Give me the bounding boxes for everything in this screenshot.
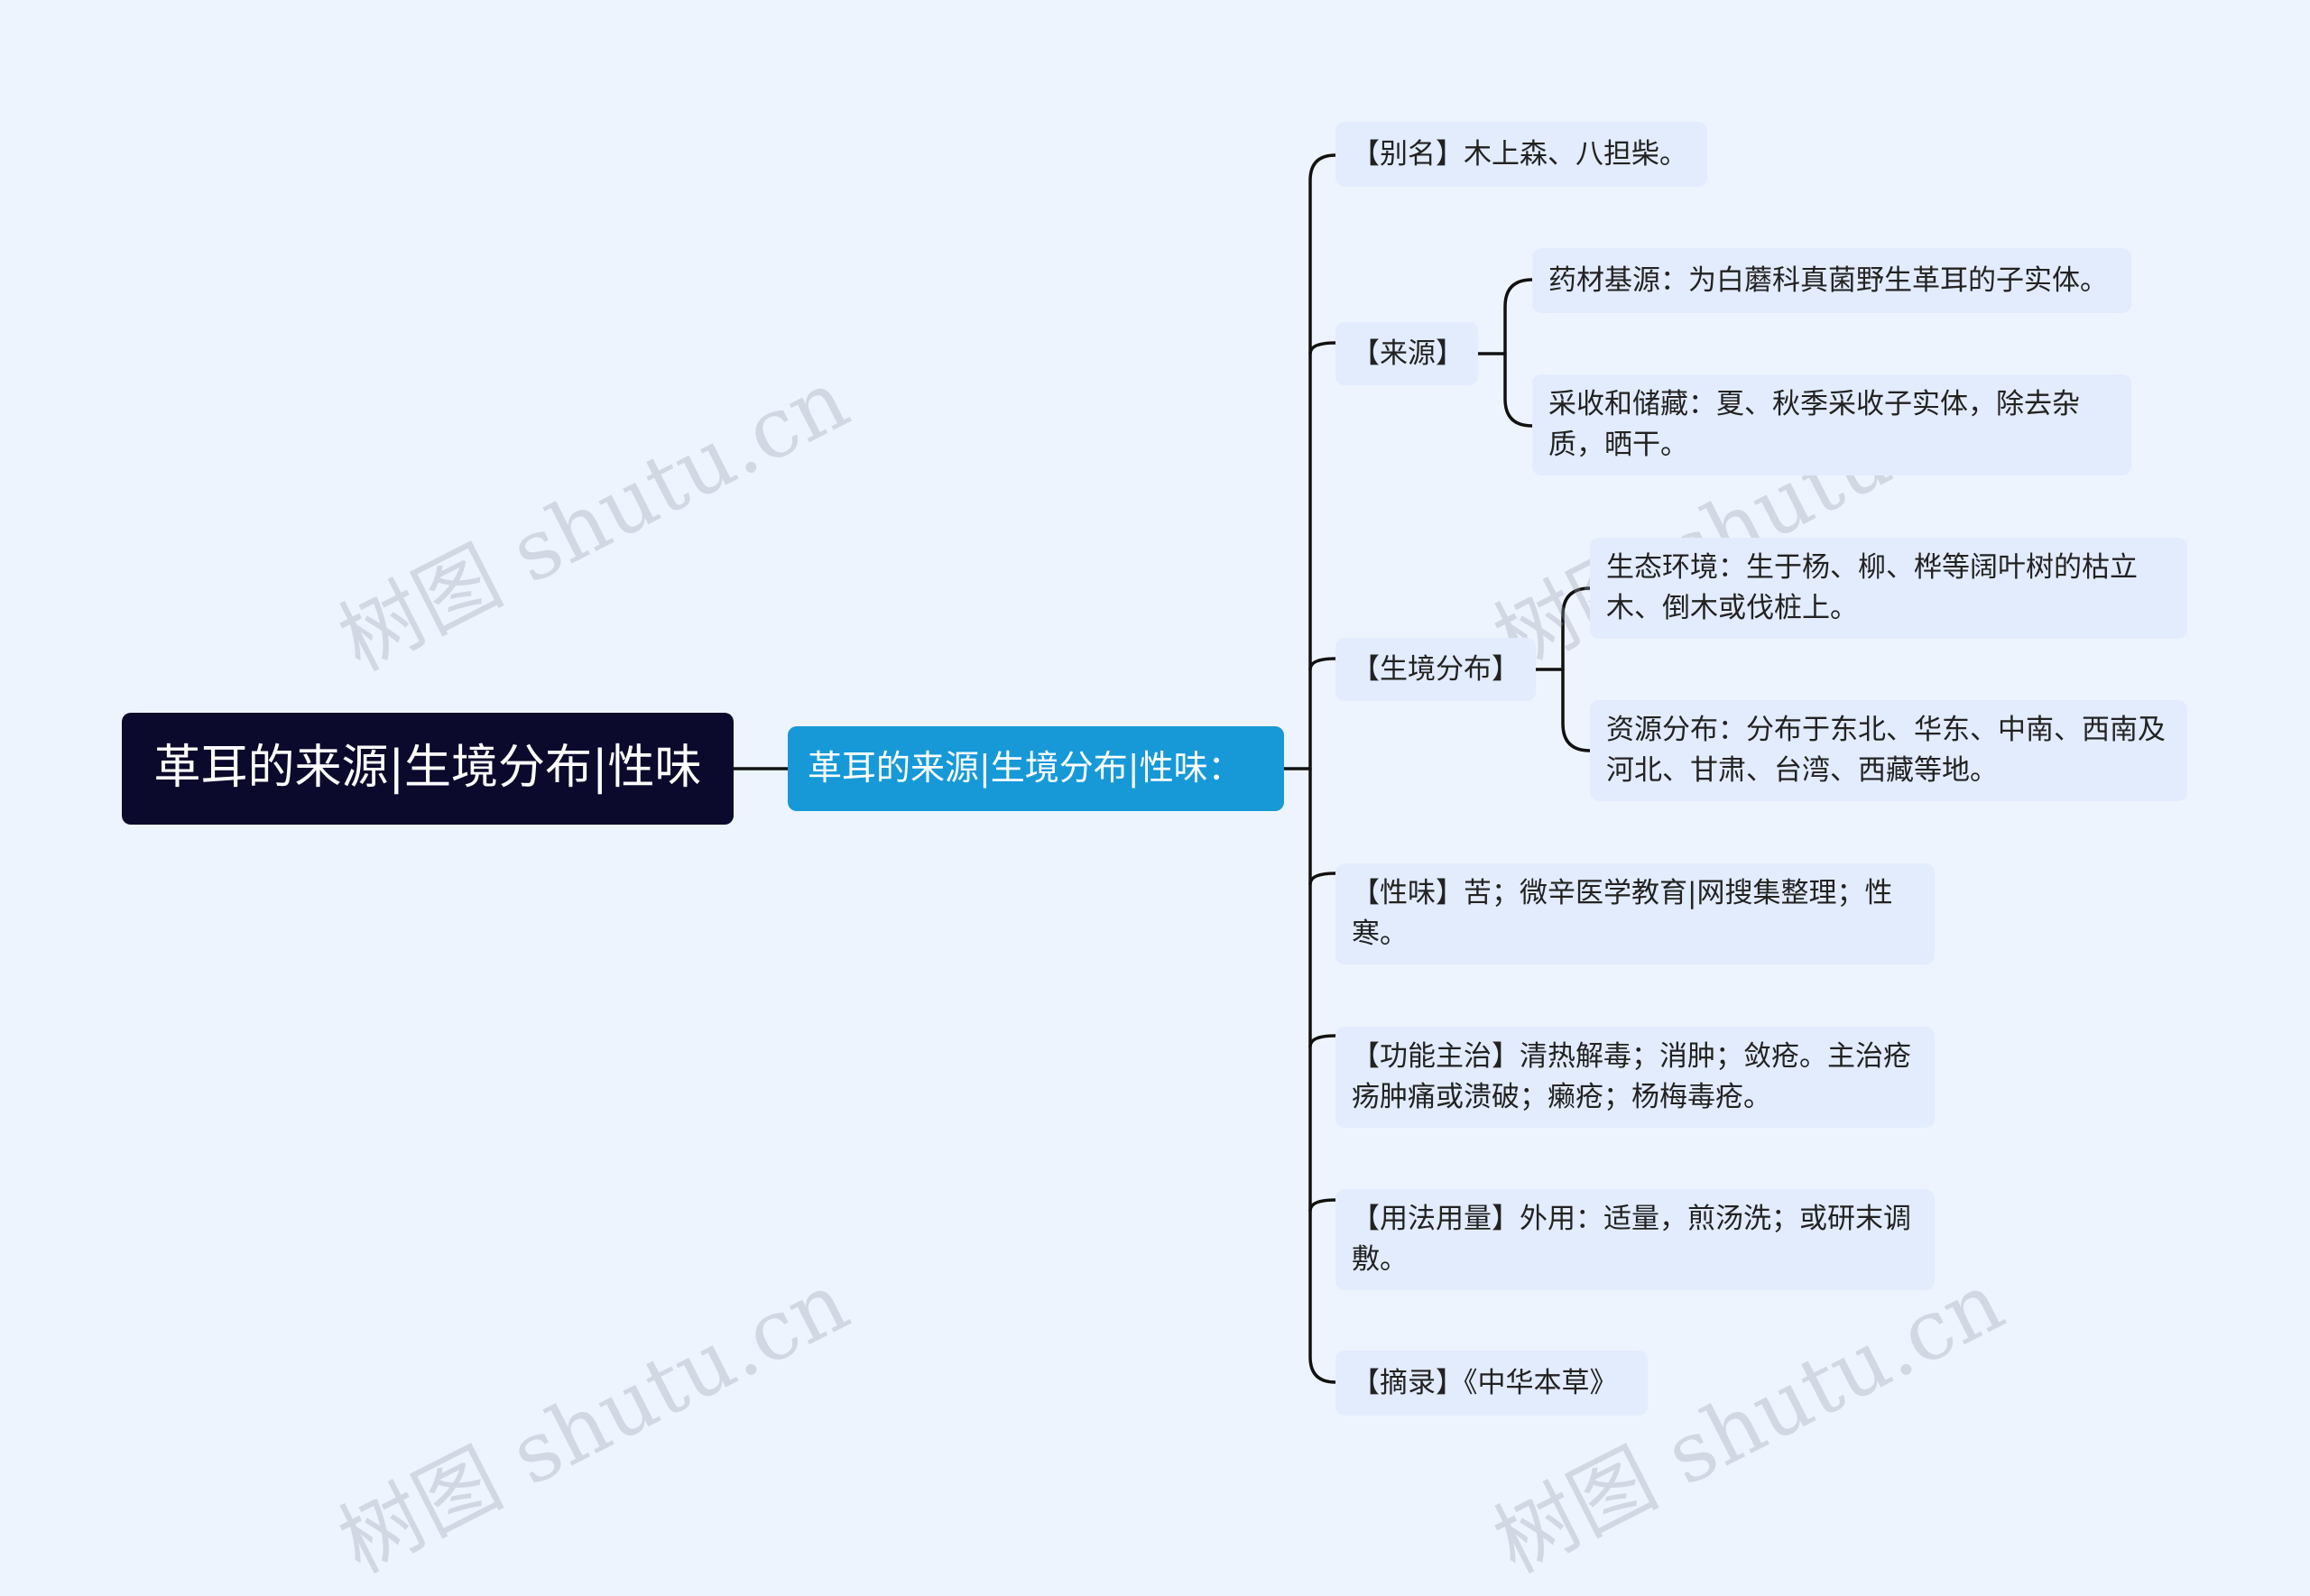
- habitat-environment[interactable]: 生态环境：生于杨、柳、桦等阔叶树的枯立木、倒木或伐桩上。: [1590, 538, 2187, 639]
- source-harvest[interactable]: 采收和储藏：夏、秋季采收子实体，除去杂质，晒干。: [1532, 374, 2131, 475]
- branch-excerpt[interactable]: 【摘录】《中华本草》: [1335, 1351, 1648, 1416]
- source-origin[interactable]: 药材基源：为白蘑科真菌野生革耳的子实体。: [1532, 248, 2131, 313]
- connector-lines: [732, 153, 1592, 1384]
- branch-usage-dosage[interactable]: 【用法用量】外用：适量，煎汤洗；或研末调敷。: [1335, 1189, 1935, 1290]
- center-topic[interactable]: 革耳的来源|生境分布|性味：: [788, 726, 1284, 811]
- root-topic[interactable]: 革耳的来源|生境分布|性味: [122, 713, 734, 825]
- branch-alias[interactable]: 【别名】木上森、八担柴。: [1335, 122, 1707, 187]
- branch-nature-taste[interactable]: 【性味】苦；微辛医学教育|网搜集整理；性寒。: [1335, 863, 1935, 964]
- branch-indications[interactable]: 【功能主治】清热解毒；消肿；敛疮。主治疮疡肿痛或溃破；癞疮；杨梅毒疮。: [1335, 1027, 1935, 1128]
- branch-source[interactable]: 【来源】: [1335, 322, 1478, 385]
- branch-habitat[interactable]: 【生境分布】: [1335, 638, 1536, 701]
- habitat-distribution[interactable]: 资源分布：分布于东北、华东、中南、西南及河北、甘肃、台湾、西藏等地。: [1590, 700, 2187, 801]
